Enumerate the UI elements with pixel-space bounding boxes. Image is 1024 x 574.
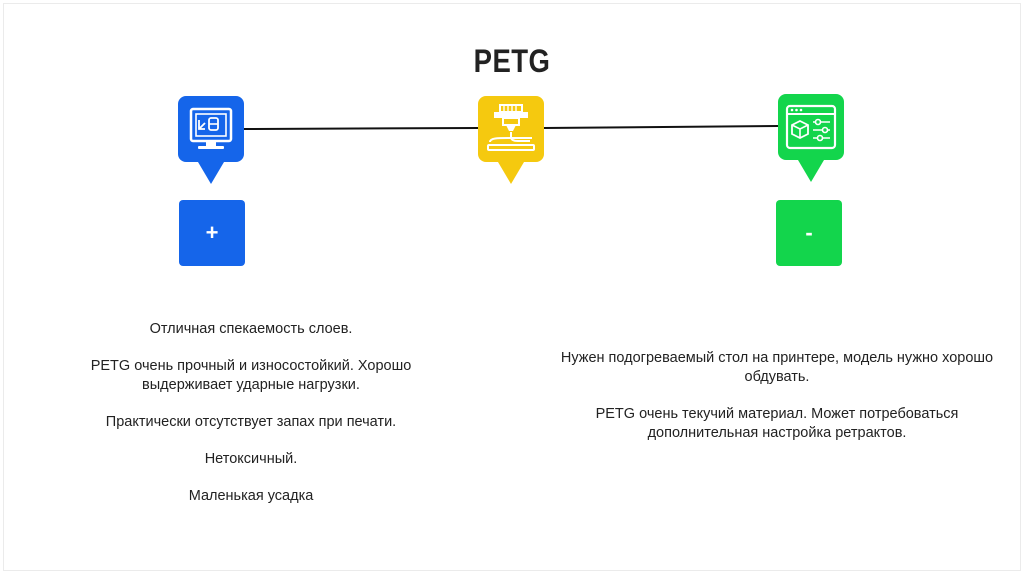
- 3d-printer-nozzle-icon: [487, 104, 535, 151]
- pros-item: Отличная спекаемость слоев.: [149, 321, 353, 337]
- pros-list: Отличная спекаемость слоев. PETG очень п…: [60, 320, 442, 506]
- cons-sign: -: [776, 200, 842, 266]
- slide-title: PETG: [473, 43, 551, 79]
- monitor-icon: [189, 107, 233, 149]
- cons-item: PETG очень текучий материал. Может потре…: [595, 406, 959, 441]
- pros-item: Нетоксичный.: [204, 451, 298, 467]
- pros-item: Маленькая усадка: [188, 488, 314, 504]
- cons-list: Нужен подогреваемый стол на принтере, мо…: [560, 349, 994, 443]
- slide-frame: [3, 3, 1021, 571]
- pros-item: Практически отсутствует запах при печати…: [105, 414, 397, 430]
- browser-cube-settings-icon: [785, 104, 837, 150]
- pros-item: PETG очень прочный и износостойкий. Хоро…: [90, 358, 412, 393]
- pros-sign: +: [179, 200, 245, 266]
- cons-item: Нужен подогреваемый стол на принтере, мо…: [560, 350, 994, 385]
